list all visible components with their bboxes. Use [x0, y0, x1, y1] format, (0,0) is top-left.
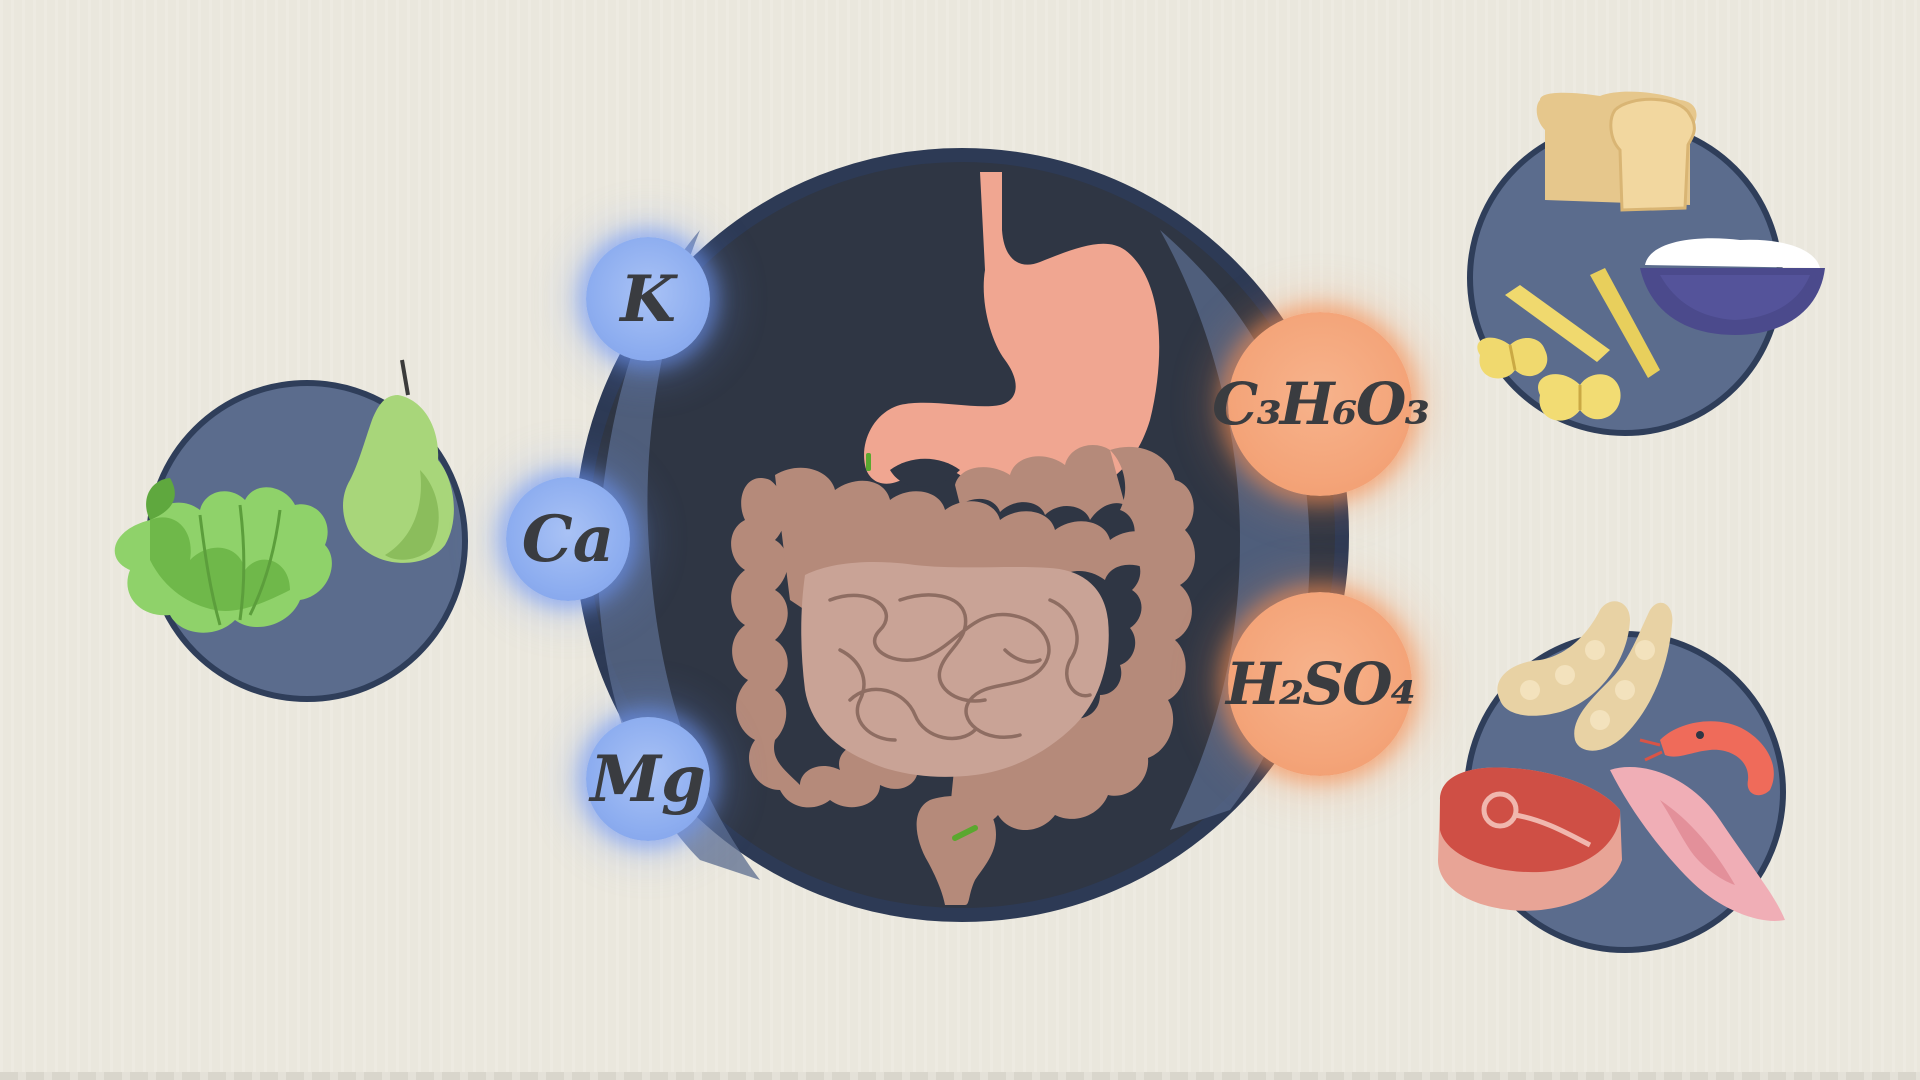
pear-icon: [343, 359, 454, 563]
left-food-group: [114, 359, 468, 702]
small-intestine-icon: [801, 562, 1109, 777]
mineral-bubble-calcium: Ca: [506, 477, 630, 601]
lettuce-icon: [114, 478, 332, 633]
acid-formula: H₂SO₄: [1226, 650, 1416, 718]
stomach-icon: [864, 172, 1160, 501]
bottom-strip: [0, 1072, 1920, 1080]
mineral-symbol: Mg: [590, 741, 706, 817]
rectum-icon: [916, 796, 996, 905]
top-right-food-group: [1467, 91, 1825, 436]
acid-bubble-lactic-acid: C₃H₆O₃: [1212, 312, 1430, 496]
fish-fillet-icon: [1610, 767, 1785, 921]
mineral-bubble-potassium: K: [586, 237, 710, 361]
beans-icon: [1497, 601, 1673, 751]
acid-bubble-sulfuric-acid: H₂SO₄: [1226, 592, 1416, 776]
bread-icon: [1536, 91, 1697, 212]
mineral-bubble-magnesium: Mg: [586, 717, 710, 841]
steak-icon: [1438, 767, 1622, 911]
rice-bowl-icon: [1640, 238, 1825, 335]
bottom-right-food-group: [1438, 601, 1786, 953]
shrimp-icon: [1639, 721, 1774, 796]
mineral-symbol: Ca: [521, 501, 615, 577]
pasta-icon: [1477, 268, 1660, 421]
acid-formula: C₃H₆O₃: [1212, 370, 1430, 438]
mineral-symbol: K: [620, 261, 676, 337]
